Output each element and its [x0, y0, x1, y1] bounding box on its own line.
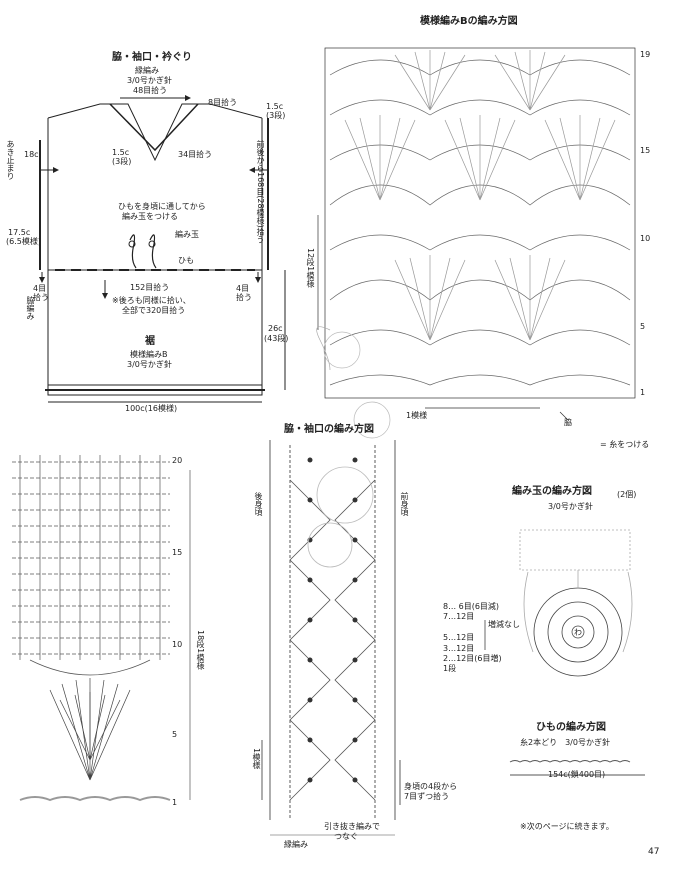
height-26-rows-label: (43段)	[264, 334, 289, 343]
armhole-note-2: 7目ずつ拾う	[404, 792, 450, 801]
ball-row-1: 1段	[443, 664, 457, 673]
ball-row-8: 8… 6目(6目減)	[443, 602, 500, 611]
v-depth-label: 1.5c	[112, 148, 130, 157]
right-4b-label: 拾う	[236, 293, 252, 302]
armhole-edge-label: 縁編み	[284, 840, 308, 849]
right-4-label: 4目	[236, 284, 250, 293]
pickup-8-label: 8目拾う	[208, 98, 238, 107]
pattern-b-title: 模様編みBの編み方図	[420, 16, 518, 27]
collar-count: 48目拾う	[133, 86, 168, 95]
left-18-label: 18c	[24, 150, 39, 159]
pattern-b-row-19: 19	[640, 50, 651, 59]
ball-count: (2個)	[617, 490, 637, 499]
pattern-b-row-5: 5	[640, 322, 646, 331]
cord-length: 154c(鎖400目)	[548, 770, 606, 779]
hem-title: 裾	[145, 336, 155, 347]
page-number: 47	[648, 847, 660, 857]
ball-label: 編み玉	[175, 230, 199, 239]
cord-title: ひもの編み方図	[536, 722, 606, 733]
pickup-34-label: 34目拾う	[178, 150, 213, 159]
ball-hook: 3/0号かぎ針	[548, 502, 593, 511]
armhole-slip-1: 引き抜き編みで	[324, 822, 380, 831]
edge-top-label: 1.5c	[266, 102, 284, 111]
side-edge-label: 脇編み	[26, 296, 35, 320]
ball-no-change: 増減なし	[488, 620, 520, 629]
armhole-front-label: 前身頃	[400, 492, 409, 516]
pattern-b-row-10: 10	[640, 234, 651, 243]
left-175-sub-label: (6.5模様)	[6, 237, 41, 246]
ball-row-2: 2…12目(6目増)	[443, 654, 502, 663]
slit-left-label: あき止まり	[6, 140, 15, 180]
left-4-label: 4目	[33, 284, 47, 293]
left-chart-repeat: 18段1模様	[196, 630, 205, 670]
left-chart-row-1: 1	[172, 798, 178, 807]
width-100-label: 100c(16模様)	[125, 404, 178, 413]
continued-note: ※次のページに続きます。	[520, 822, 614, 831]
armhole-slip-2: つなぐ	[334, 832, 358, 841]
pattern-b-row-15: 15	[640, 146, 651, 155]
pattern-b-repeat-left: 12段1模様	[306, 248, 315, 288]
left-chart-row-5: 5	[172, 730, 178, 739]
ball-chart	[484, 529, 633, 677]
ball-row-3: 3…12目	[443, 644, 475, 653]
left-stitch-chart	[12, 455, 191, 802]
left-chart-row-20: 20	[172, 456, 183, 465]
garment-hook: 3/0号かぎ針	[127, 76, 172, 85]
left-4b-label: 拾う	[33, 293, 49, 302]
pattern-b-chart	[316, 47, 636, 439]
armhole-title: 脇・袖口の編み方図	[284, 424, 374, 435]
pattern-b-row-1: 1	[640, 388, 646, 397]
armhole-back-label: 後身頃	[254, 492, 263, 516]
hem-note-1: ※後ろも同様に拾い、	[112, 296, 191, 305]
armhole-right-label: 前後から168目(28模様)拾う	[256, 140, 265, 244]
pattern-b-repeat-bottom: 1模様	[406, 411, 428, 420]
ball-row-7: 7…12目	[443, 612, 475, 621]
tie-note-1: ひもを身頃に通してから	[118, 202, 206, 211]
left-chart-row-10: 10	[172, 640, 183, 649]
left-chart-row-15: 15	[172, 548, 183, 557]
hem-pattern: 模様編みB	[130, 350, 168, 359]
garment-title: 脇・袖口・衿ぐり	[112, 52, 192, 63]
pattern-b-side-label: 脇	[564, 418, 572, 427]
ball-center-label: わ	[574, 628, 582, 637]
garment-method: 縁編み	[135, 66, 159, 75]
height-26-label: 26c	[268, 324, 283, 333]
cord-spec: 糸2本どり 3/0号かぎ針	[520, 738, 610, 747]
hem-hook: 3/0号かぎ針	[127, 360, 172, 369]
ball-title: 編み玉の編み方図	[512, 486, 592, 497]
armhole-repeat-label: 1模様	[252, 748, 261, 770]
hem-note-2: 全部で320目拾う	[122, 306, 186, 315]
cord-label: ひも	[178, 256, 194, 265]
cord-chart	[509, 760, 645, 776]
left-175-label: 17.5c	[8, 228, 31, 237]
garment-schematic	[39, 95, 286, 403]
edge-top-rows-label: (3段)	[266, 111, 286, 120]
armhole-edging-chart	[261, 440, 401, 836]
v-rows-label: (3段)	[112, 157, 132, 166]
pattern-b-yarn-note: = 糸をつける	[600, 440, 650, 449]
hem-count: 152目拾う	[130, 283, 170, 292]
armhole-note-1: 身頃の4段から	[404, 782, 458, 791]
tie-note-2: 編み玉をつける	[122, 212, 178, 221]
ball-row-5: 5…12目	[443, 633, 475, 642]
